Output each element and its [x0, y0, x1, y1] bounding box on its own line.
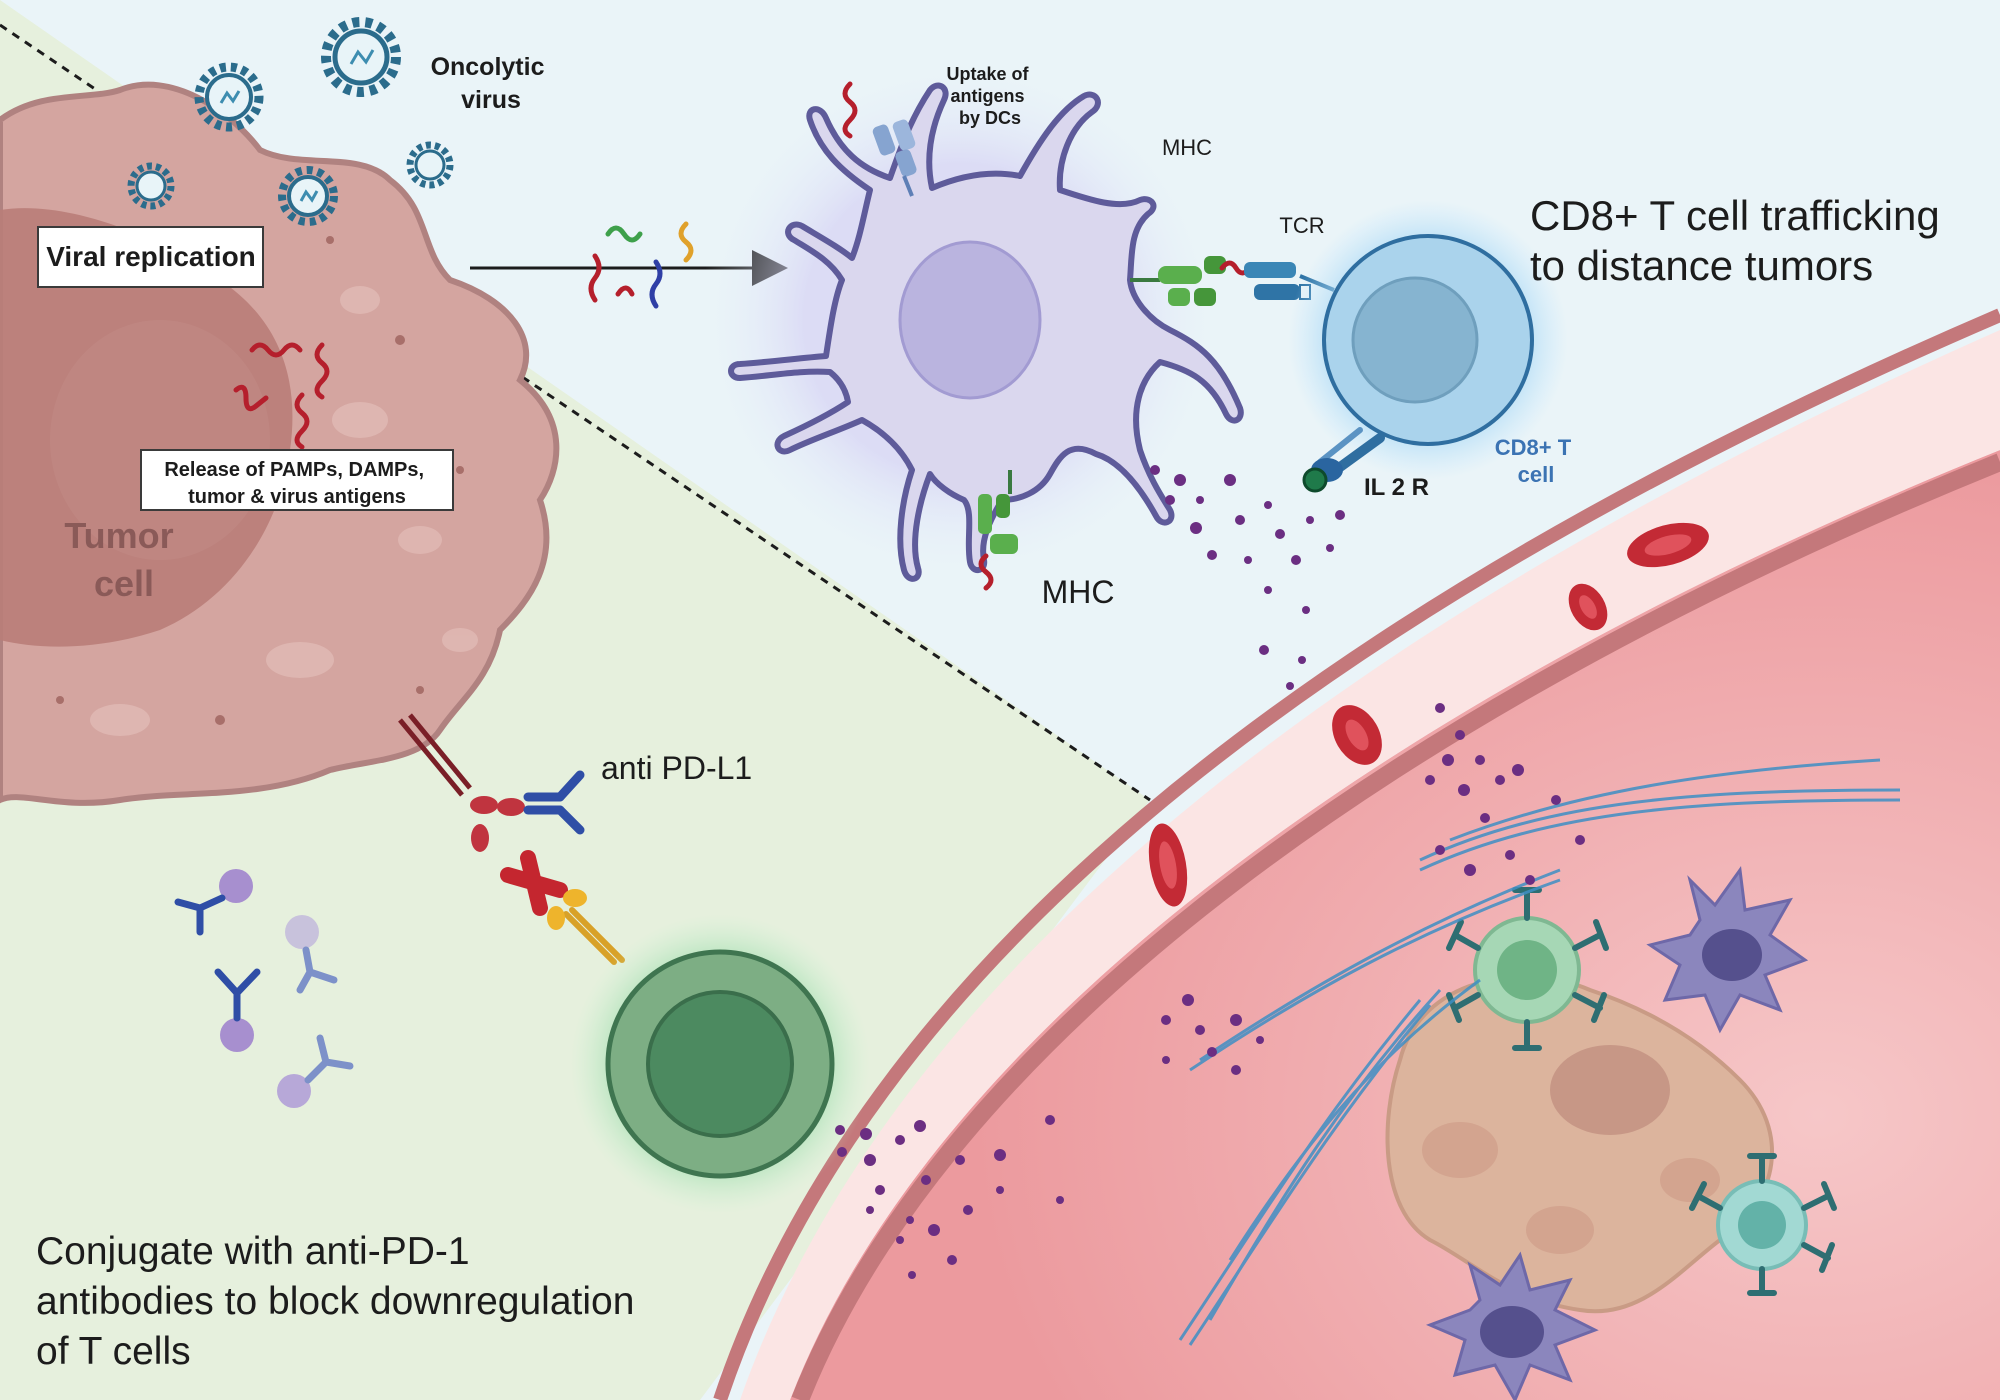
- tme-dc-purple-2: [1425, 1251, 1599, 1400]
- il2-receptor: [1302, 427, 1385, 493]
- cd8-title-line1: CD8+ T cell trafficking: [1530, 192, 1940, 239]
- viral-replication-label: Viral replication: [46, 241, 256, 272]
- release-label: Release of PAMPs, DAMPs, tumor & virus a…: [164, 459, 429, 508]
- red-blood-cells: [1148, 522, 1709, 907]
- anti-pd-l1-antibody: [523, 770, 585, 835]
- uptake-line1: Uptake of: [946, 64, 1029, 84]
- pd-1-receptor: [547, 889, 625, 965]
- tumor-cell-line1: Tumor: [64, 515, 173, 556]
- tumor-cell-label: Tumor cell: [64, 515, 183, 604]
- release-line1: Release of PAMPs, DAMPs,: [164, 459, 424, 481]
- conjugate-line1: Conjugate with anti-PD-1: [36, 1230, 470, 1273]
- oncolytic-virus-label: Oncolytic virus: [431, 53, 552, 114]
- viral-replication-box: [37, 226, 264, 288]
- uptake-label: Uptake of antigens by DCs: [946, 64, 1033, 128]
- release-line2: tumor & virus antigens: [188, 486, 406, 508]
- mhc-bottom-label: MHC: [1042, 574, 1115, 610]
- uptake-receptor: [842, 81, 917, 197]
- mhc-tcr-complex: [1130, 256, 1335, 306]
- cd8-t-cell: [1288, 200, 1568, 480]
- anti-pdl1-label: anti PD-L1: [601, 750, 752, 786]
- dendritic-cell: [700, 60, 1244, 582]
- cd8-trafficking-title: CD8+ T cell trafficking to distance tumo…: [1530, 192, 1951, 289]
- tumor-cell: [0, 81, 560, 806]
- uptake-line3: by DCs: [959, 108, 1021, 128]
- oncolytic-virus-line1: Oncolytic: [431, 53, 545, 81]
- cd8-cell-label: CD8+ T cell: [1495, 435, 1578, 487]
- cd8-title-line2: to distance tumors: [1530, 242, 1873, 289]
- pd-l1-receptor: [398, 713, 525, 852]
- uptake-line2: antigens: [950, 86, 1024, 106]
- tme-dc-purple-1: [1646, 866, 1809, 1034]
- block-x-icon: [500, 850, 568, 916]
- tcr-label: TCR: [1279, 213, 1324, 238]
- tumor-cell-line2: cell: [94, 563, 154, 604]
- conjugate-line2: antibodies to block downregulation: [36, 1280, 634, 1323]
- t-cell-green: [570, 914, 870, 1214]
- antibody-conjugates: [174, 869, 354, 1108]
- antigen-transfer-arrow: [470, 221, 788, 309]
- oncolytic-viruses: [127, 17, 454, 226]
- cd8-cell-line1: CD8+ T: [1495, 435, 1572, 460]
- conjugate-line3: of T cells: [36, 1330, 191, 1373]
- cytokine-dots: [835, 465, 1585, 1279]
- tumor-antigens: [233, 342, 330, 450]
- tme-t-cell-teal: [1689, 1153, 1837, 1296]
- mhc-top-label: MHC: [1162, 135, 1212, 160]
- oncolytic-virus-line2: virus: [461, 86, 521, 114]
- mhc-lower: [978, 470, 1018, 591]
- vessel-inner-wall: [791, 453, 2000, 1400]
- collagen-fibers: [1178, 758, 1901, 1346]
- il2r-label: IL 2 R: [1364, 474, 1429, 501]
- release-box: [140, 449, 454, 511]
- cd8-cell-line2: cell: [1518, 462, 1555, 487]
- tumor-microenvironment: [1178, 758, 1901, 1400]
- vessel-lumen: [740, 330, 2000, 1400]
- tme-t-cell-green: [1446, 887, 1609, 1051]
- conjugate-label: Conjugate with anti-PD-1 antibodies to b…: [36, 1230, 645, 1373]
- vessel-outer-wall: [713, 308, 2000, 1400]
